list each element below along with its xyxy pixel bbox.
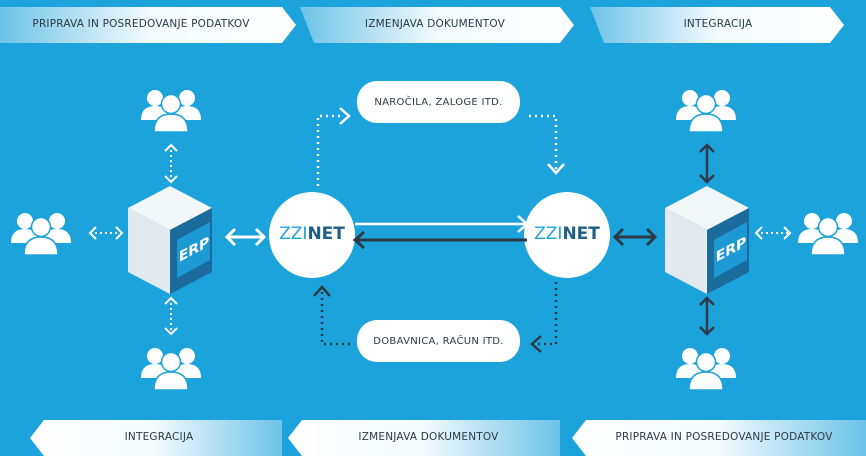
dotted-connector-left-down — [164, 296, 178, 336]
banner-label-top-2: IZMENJAVA DOKUMENTOV — [364, 18, 506, 30]
connector-right-up — [699, 143, 715, 184]
arrow-erp-zzinet-right — [612, 227, 658, 247]
users-icon — [797, 212, 859, 256]
banner-label-top-1: PRIPRAVA IN POSREDOVANJE PODATKOV — [32, 18, 250, 30]
dotted-connector-left-up — [164, 143, 178, 184]
users-icon — [140, 89, 202, 133]
erp-cube-left — [128, 186, 212, 294]
zzinet-logo-right: ZZINET — [524, 224, 610, 244]
arrow-zzinet-back — [352, 230, 527, 250]
banner-top-2 — [300, 7, 574, 43]
zzinet-logo-left: ZZINET — [269, 224, 355, 244]
zzinet-node-left — [269, 192, 355, 278]
zzinet-prefix: ZZI — [534, 224, 563, 244]
zzinet-suffix: NET — [307, 224, 345, 244]
zzinet-prefix: ZZI — [279, 224, 308, 244]
arrow-erp-zzinet-left — [224, 227, 267, 247]
pill-orders-bg — [357, 81, 520, 123]
erp-cube-right — [665, 186, 749, 294]
arrow-zzinet-forward — [355, 215, 529, 233]
banner-bottom-1 — [30, 420, 282, 456]
users-icon — [10, 212, 72, 256]
connector-right-side — [754, 226, 792, 240]
dotted-loop-bottom — [313, 282, 558, 353]
connector-right-down — [699, 296, 715, 336]
pill-delivery-bg — [357, 320, 520, 362]
users-icon — [675, 347, 737, 391]
banner-label-bottom-1: INTEGRACIJA — [124, 431, 194, 443]
dotted-connector-left-side — [88, 226, 124, 240]
banner-top-1 — [0, 7, 296, 43]
zzinet-node-right — [524, 192, 610, 278]
banner-bottom-2 — [288, 420, 560, 456]
banner-label-bottom-2: IZMENJAVA DOKUMENTOV — [358, 431, 499, 443]
banner-bottom-3 — [572, 420, 866, 456]
pill-orders: NAROČILA, ZALOGE ITD. — [374, 96, 503, 108]
users-icon — [140, 347, 202, 391]
banner-label-top-3: INTEGRACIJA — [683, 18, 753, 30]
dotted-loop-top — [316, 107, 565, 186]
pill-delivery: DOBAVNICA, RAČUN ITD. — [373, 335, 504, 347]
banner-label-bottom-3: PRIPRAVA IN POSREDOVANJE PODATKOV — [615, 431, 833, 443]
banner-top-3 — [590, 7, 844, 43]
zzinet-suffix: NET — [562, 224, 600, 244]
users-icon — [675, 89, 737, 133]
